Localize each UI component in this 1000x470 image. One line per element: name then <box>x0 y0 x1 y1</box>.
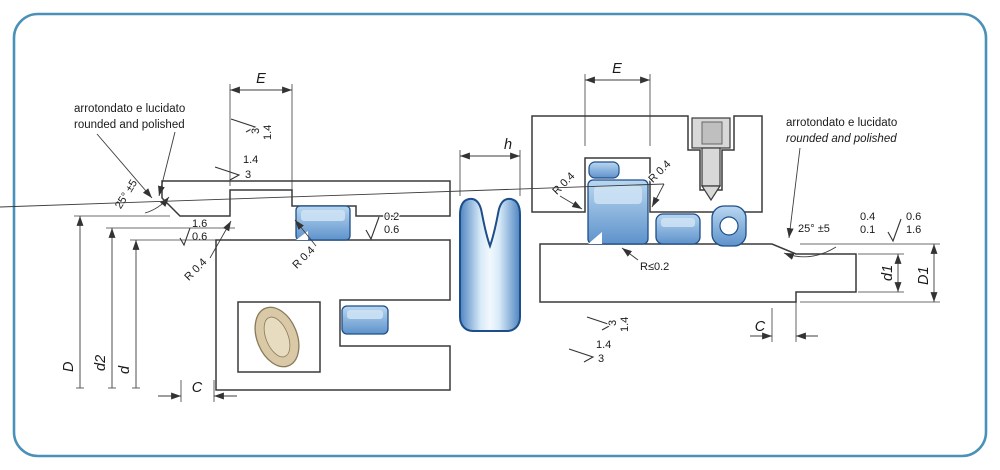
angle-arc <box>783 246 837 260</box>
u-cup-seal-cross-section <box>459 197 521 332</box>
chamfer-angle-label: 25° ±5 <box>798 223 830 235</box>
screw-shaft <box>701 147 721 187</box>
dim-c-label: C <box>755 319 766 335</box>
dim-c-left: C <box>158 379 237 402</box>
leader-line <box>621 247 639 261</box>
roughness-symbol <box>230 118 257 133</box>
roughness-value: 1.4 <box>243 154 258 166</box>
chamfer-note-right: arrotondato e lucidato rounded and polis… <box>783 117 897 260</box>
retaining-screw <box>691 117 731 202</box>
finish-value: 1.6 <box>906 224 921 236</box>
note-italian: arrotondato e lucidato <box>74 103 185 115</box>
leader-line <box>786 147 801 239</box>
snap-in-seal-detail <box>711 205 747 247</box>
roughness-value: 1.4 <box>619 317 631 332</box>
roughness-symbol <box>586 316 613 331</box>
roughness-symbol <box>887 218 902 243</box>
roughness-symbol <box>568 348 595 363</box>
seal-profile-view: h <box>459 136 521 332</box>
surface-finish-right: 0.6 1.6 <box>887 210 923 243</box>
roughness-value: 3 <box>250 128 262 134</box>
dim-e-label: E <box>612 61 622 77</box>
leader-line <box>158 131 176 197</box>
dim-d1: d1 <box>858 253 904 293</box>
chamfer-note-left: arrotondato e lucidato rounded and polis… <box>74 103 185 214</box>
dim-d-left: d <box>116 239 228 389</box>
rod-hatched <box>539 243 857 303</box>
roughness-mark-rod-1: 3 1.4 <box>586 315 632 333</box>
dim-D-label: D <box>61 362 77 372</box>
roughness-symbol <box>214 166 241 181</box>
screw-socket <box>701 121 723 145</box>
note-italian: arrotondato e lucidato <box>786 117 897 129</box>
radius-max-label: R≤0.2 <box>640 261 669 273</box>
roughness-value: 3 <box>598 353 604 365</box>
dim-e-right: E <box>584 60 651 146</box>
dim-d2-left: d2 <box>92 227 235 389</box>
leader-line <box>0 183 665 208</box>
energizer-ring <box>254 306 300 368</box>
roughness-mark-groove-2: 1.4 3 <box>214 153 260 182</box>
dim-h-label: h <box>504 137 512 153</box>
leader-line <box>209 220 232 259</box>
note-english: rounded and polished <box>74 119 185 131</box>
dim-e-left: E <box>229 70 293 202</box>
roughness-value: 3 <box>245 169 251 181</box>
backup-ring <box>588 161 620 179</box>
housing-hatched <box>531 115 763 213</box>
finish-value: 0.6 <box>384 224 399 236</box>
dim-c-label: C <box>192 380 203 396</box>
dim-d1-label: d1 <box>880 265 896 281</box>
radius-max-callout: R≤0.2 <box>621 247 671 274</box>
roughness-mark-groove-1: 3 1.4 <box>230 118 275 141</box>
main-seal-right <box>587 179 649 245</box>
finish-value: 0.2 <box>384 211 399 223</box>
secondary-seal <box>341 305 389 335</box>
leader-line <box>651 183 665 208</box>
roughness-symbol <box>365 216 380 241</box>
edge-finish-right: 0.4 0.1 <box>859 210 877 238</box>
right-section-view: E R 0.4 R 0.4 R≤0.2 arrotondato e lucida… <box>0 60 940 366</box>
dim-D1: D1 <box>800 243 940 303</box>
finish-value: 0.1 <box>860 224 875 236</box>
seal-fold-cavity <box>719 216 739 236</box>
seal-lip-detail <box>655 213 701 245</box>
finish-value: 0.6 <box>192 231 207 243</box>
roughness-mark-rod-2: 1.4 3 <box>568 338 613 366</box>
roughness-value: 1.4 <box>262 125 274 140</box>
dim-D1-label: D1 <box>916 266 932 285</box>
roughness-value: 1.4 <box>596 339 611 351</box>
dim-h: h <box>459 136 521 196</box>
finish-value: 0.6 <box>906 211 921 223</box>
surface-finish-left: 0.2 0.6 <box>365 210 401 241</box>
main-seal-left <box>295 205 351 241</box>
dim-d-label: d <box>117 365 133 374</box>
roughness-value: 3 <box>607 320 619 326</box>
dim-d2-label: d2 <box>93 355 109 371</box>
angle-arc <box>144 196 170 214</box>
dim-c-right: C <box>750 296 818 342</box>
leader-line <box>294 219 317 247</box>
dim-D-left: D <box>60 215 170 389</box>
leader-line <box>559 195 583 210</box>
left-section-view: E 3 1.4 1.4 3 arrotondato e lucidato rou… <box>60 70 451 402</box>
screw-tip <box>700 185 722 202</box>
leader-line <box>96 133 153 199</box>
note-english: rounded and polished <box>786 133 897 145</box>
finish-value: 0.4 <box>860 211 875 223</box>
dim-e-label: E <box>256 71 266 87</box>
rod-block-hatched <box>215 239 451 391</box>
